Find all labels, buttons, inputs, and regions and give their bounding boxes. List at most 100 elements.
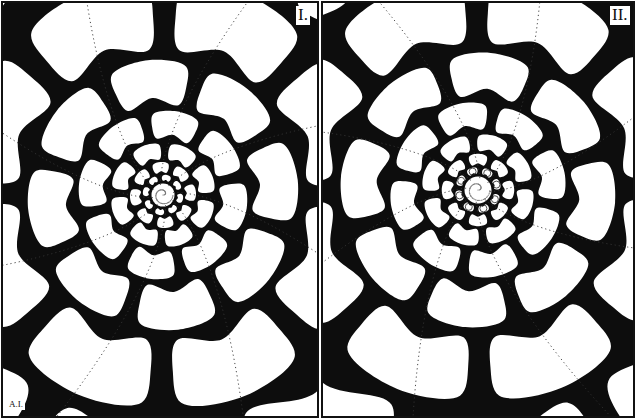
cell-blob bbox=[157, 216, 173, 228]
small-cell bbox=[491, 196, 498, 203]
cell-blob bbox=[275, 206, 318, 329]
cell-blob bbox=[168, 205, 177, 213]
cell-blob bbox=[411, 403, 608, 417]
cell-blob bbox=[112, 162, 135, 190]
stipple-dot bbox=[476, 199, 477, 200]
stipple-dot bbox=[159, 189, 160, 190]
stipple-dot bbox=[470, 195, 471, 196]
small-cell bbox=[484, 170, 491, 177]
center-area bbox=[152, 184, 175, 207]
stipple-dot bbox=[474, 199, 475, 200]
cell-blob bbox=[191, 200, 214, 228]
stipple-dot bbox=[481, 200, 482, 201]
stipple-dot bbox=[162, 189, 163, 190]
stipple-dot bbox=[469, 192, 470, 193]
stipple-dot bbox=[157, 191, 158, 192]
cell-blob bbox=[532, 150, 565, 199]
stipple-dot bbox=[479, 189, 480, 190]
cell-panel bbox=[322, 2, 634, 417]
stipple-dot bbox=[483, 199, 484, 200]
stipple-dot bbox=[169, 201, 170, 202]
cell-blob bbox=[448, 160, 465, 177]
cell-blob bbox=[594, 199, 634, 320]
stipple-dot bbox=[156, 193, 157, 194]
cell-blob bbox=[341, 139, 390, 218]
stipple-dot bbox=[172, 197, 173, 198]
stipple-dot bbox=[479, 184, 480, 185]
cell-blob bbox=[469, 244, 518, 277]
dotted-spiral bbox=[160, 2, 318, 185]
stipple-dot bbox=[481, 199, 482, 200]
stipple-dot bbox=[162, 194, 163, 195]
stipple-dot bbox=[165, 193, 166, 194]
stipple-dot bbox=[168, 202, 169, 203]
cell-blob bbox=[390, 181, 423, 230]
cell-blob bbox=[22, 408, 226, 417]
cell-blob bbox=[438, 102, 487, 135]
stipple-dot bbox=[475, 183, 476, 184]
stipple-dot bbox=[162, 189, 163, 190]
cell-blob bbox=[457, 176, 466, 186]
cell-blob bbox=[511, 189, 533, 219]
stipple-dot bbox=[474, 183, 475, 184]
stipple-dot bbox=[480, 189, 481, 190]
cell-panel bbox=[2, 2, 318, 417]
cell-blob bbox=[448, 203, 465, 220]
cell-blob bbox=[149, 177, 158, 185]
stipple-dot bbox=[487, 196, 488, 197]
cell-blob bbox=[515, 243, 589, 312]
dotted-spiral bbox=[322, 123, 471, 181]
stipple-dot bbox=[164, 194, 165, 195]
stipple-dot bbox=[170, 200, 171, 201]
cell-blob bbox=[173, 181, 181, 190]
stipple-dot bbox=[163, 190, 164, 191]
cell-blob bbox=[490, 194, 499, 204]
stipple-dot bbox=[156, 193, 157, 194]
stipple-dot bbox=[480, 186, 481, 187]
cell-blob bbox=[464, 202, 474, 211]
stipple-dot bbox=[158, 201, 159, 202]
stipple-dot bbox=[157, 200, 158, 201]
small-cell bbox=[465, 203, 472, 210]
stipple-dot bbox=[469, 190, 470, 191]
dotted-spiral bbox=[490, 2, 634, 192]
small-cell bbox=[469, 168, 476, 175]
stipple-dot bbox=[161, 203, 162, 204]
stipple-dot bbox=[473, 184, 474, 185]
dotted-spiral bbox=[71, 2, 154, 190]
cell-blob bbox=[42, 88, 111, 162]
cell-blob bbox=[442, 181, 454, 199]
cell-blob bbox=[2, 2, 83, 60]
dotted-spiral bbox=[322, 188, 466, 417]
cell-blob bbox=[153, 162, 169, 174]
stipple-dot bbox=[156, 199, 157, 200]
dotted-spiral bbox=[476, 202, 634, 417]
cell-blob bbox=[562, 2, 634, 61]
stipple-dot bbox=[155, 194, 156, 195]
panel-border bbox=[322, 2, 634, 417]
stipple-dot bbox=[155, 195, 156, 196]
stipple-dot bbox=[155, 196, 156, 197]
stipple-dot bbox=[164, 194, 165, 195]
cell-blob bbox=[111, 60, 188, 111]
stipple-dot bbox=[164, 191, 165, 192]
stipple-dot bbox=[484, 198, 485, 199]
stipple-dot bbox=[165, 191, 166, 192]
cell-blob bbox=[491, 203, 508, 220]
stipple-dot bbox=[480, 187, 481, 188]
stipple-dot bbox=[172, 198, 173, 199]
stipple-dot bbox=[471, 185, 472, 186]
cell-blob bbox=[356, 227, 425, 301]
figure-number: II. bbox=[610, 6, 630, 25]
stipple-dot bbox=[164, 190, 165, 191]
stipple-dot bbox=[172, 195, 173, 196]
cell-blob bbox=[247, 143, 298, 220]
small-cell bbox=[480, 205, 487, 212]
cell-blob bbox=[477, 134, 507, 156]
cell-blob bbox=[168, 144, 196, 167]
stipple-dot bbox=[480, 188, 481, 189]
signature: A.I. bbox=[7, 400, 25, 410]
stipple-dot bbox=[165, 192, 166, 193]
cell-blob bbox=[2, 204, 49, 327]
stipple-dot bbox=[474, 183, 475, 184]
